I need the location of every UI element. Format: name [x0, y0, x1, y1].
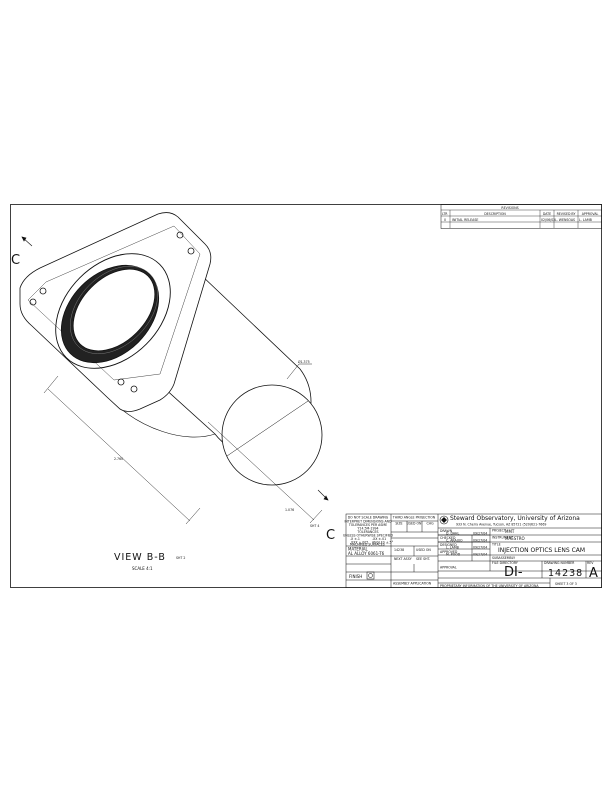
- footer-note: PROPRIETARY INFORMATION OF THE UNIVERSIT…: [440, 584, 539, 588]
- assembly-note: ASSEMBLY APPLICATION: [393, 582, 432, 586]
- section-mark-left: C: [11, 253, 20, 268]
- svg-text:M. POOD: M. POOD: [446, 553, 461, 557]
- drawing-title: INJECTION OPTICS LENS CAM: [498, 547, 585, 554]
- svg-text:APPROVED: APPROVED: [440, 550, 458, 554]
- notes-header: DO NOT SCALE DRAWING: [348, 516, 389, 520]
- end-circle: [221, 384, 323, 486]
- drawing-number-label: DRAWING NUMBER: [544, 561, 575, 565]
- projection-header: THIRD ANGLE PROJECTION: [392, 516, 436, 520]
- length-dimension: 2.760: [114, 457, 123, 461]
- svg-text:09/27/04: 09/27/04: [473, 546, 487, 550]
- title-block: [345, 513, 602, 588]
- part-view: [19, 212, 323, 486]
- proj-col-size: SIZE: [395, 522, 402, 526]
- rev-row-approval: L. LAMB: [579, 218, 592, 222]
- short-dimension: 1.076: [285, 508, 294, 512]
- subassembly-label: SUBASSEMBLY: [492, 556, 515, 560]
- view-scale: SCALE 4:1: [132, 566, 153, 571]
- svg-text:09/27/04: 09/27/04: [473, 532, 487, 536]
- next-assy-label: NEXT ASSY: [394, 557, 412, 561]
- mount-hole-2: [29, 298, 37, 306]
- boss-outer: [55, 253, 171, 369]
- mount-hole-1: [39, 287, 47, 295]
- org-name: Steward Observatory, University of Arizo…: [450, 515, 580, 522]
- see-sheet-label: SEE SHT.: [416, 557, 430, 561]
- rev-col-by: REVISED BY: [557, 212, 576, 216]
- approval-label: APPROVAL: [440, 566, 457, 570]
- revisions-header: REVISIONS: [501, 206, 518, 210]
- rev-row-ltr: 0: [444, 218, 446, 222]
- org-logo-icon: [439, 515, 449, 525]
- section-line: [21, 236, 329, 501]
- sheet-number: SHEET 3 OF 3: [555, 582, 577, 586]
- rev-label: REV: [587, 561, 594, 565]
- drawing-sheet: REVISIONS LTR DESCRIPTION DATE REVISED B…: [10, 204, 602, 588]
- notes-line-2: TOLERANCES PER ASME: [348, 523, 387, 527]
- rev-col-desc: DESCRIPTION: [484, 212, 506, 216]
- drawing-prefix: DI-: [504, 565, 523, 580]
- svg-text:D. DAHL: D. DAHL: [446, 532, 459, 536]
- revision-letter: A: [589, 566, 598, 581]
- next-assy-number: 14238: [394, 548, 404, 552]
- material-value: AL ALLOY 6061-T6: [348, 551, 385, 556]
- notes-line-9: ANGLES ±.5°: [372, 541, 394, 545]
- svg-text:C. ARAUJO: C. ARAUJO: [446, 539, 463, 543]
- svg-text:CHECKED: CHECKED: [440, 536, 456, 540]
- finish-label: FINISH: [349, 574, 362, 579]
- rev-row-by: L. WENSOAS: [555, 218, 575, 222]
- notes-line-10: MACHINED SURFACES: [350, 543, 385, 547]
- rev-col-ltr: LTR: [442, 212, 448, 216]
- used-on-label: USED ON: [416, 548, 431, 552]
- rev-row-date: 02/06/02: [541, 218, 555, 222]
- notes-line-6: .X ±.1: [350, 537, 360, 541]
- revisions-block: REVISIONS LTR DESCRIPTION DATE REVISED B…: [440, 204, 602, 229]
- rev-row-desc: INITIAL RELEASE: [452, 218, 478, 222]
- org-address: 933 N. Cherry Avenue, Tucson, AZ 85721 (…: [456, 523, 546, 527]
- signature-rows: DRAWN D. DAHL 09/27/04 CHECKED C. ARAUJO…: [440, 529, 487, 557]
- notes-line-1: INTERPRET DIMENSIONS AND: [344, 520, 392, 524]
- svg-text:L. LAMB: L. LAMB: [446, 546, 459, 550]
- view-title: VIEW B-B: [114, 552, 166, 563]
- svg-text:DRAWN: DRAWN: [440, 529, 453, 533]
- notes-line-7: .XX ±.01: [372, 537, 386, 541]
- sheet-border: [10, 204, 602, 588]
- mount-hole-6: [117, 378, 125, 386]
- svg-text:09/27/04: 09/27/04: [473, 553, 487, 557]
- file-directory-label: FILE DIRECTORY: [492, 561, 518, 565]
- material-label: MATERIAL: [348, 547, 369, 552]
- sheet-reference: SHT 4: [310, 524, 319, 528]
- proj-col-used: USED ON: [407, 522, 422, 526]
- project-label: PROJECT: [492, 529, 506, 533]
- instrument-label: INSTRUMENT: [492, 536, 513, 540]
- project-value: MMT: [505, 529, 515, 534]
- mount-hole-4: [187, 247, 195, 255]
- svg-text:09/27/04: 09/27/04: [473, 539, 487, 543]
- mount-hole-5: [130, 385, 138, 393]
- rev-col-approval: APPROVAL: [582, 212, 599, 216]
- notes-line-5: UNLESS OTHERWISE SPECIFIED: [343, 534, 394, 538]
- notes-line-4: TOLERANCES: [356, 530, 378, 534]
- notes-line-3: Y14.5M-1994: [357, 527, 378, 531]
- rev-col-date: DATE: [543, 212, 551, 216]
- instrument-value: MAESTRO: [505, 536, 525, 541]
- finish-symbol-icon: [366, 571, 375, 580]
- proj-col-chg: CHG: [426, 522, 434, 526]
- svg-text:DESIGNED: DESIGNED: [440, 543, 457, 547]
- title-label: TITLE: [491, 543, 501, 547]
- drawing-canvas: REVISIONS LTR DESCRIPTION DATE REVISED B…: [10, 204, 602, 588]
- notes-line-8: .XXX ±.005: [350, 541, 368, 545]
- drawing-number: 14238: [548, 568, 583, 579]
- diameter-dimension: Ø1.375: [298, 359, 310, 364]
- section-mark-right: C: [326, 528, 335, 543]
- dimension-lines: [43, 363, 323, 525]
- view-sheet: SHT 2: [176, 556, 185, 560]
- mount-hole-3: [176, 231, 184, 239]
